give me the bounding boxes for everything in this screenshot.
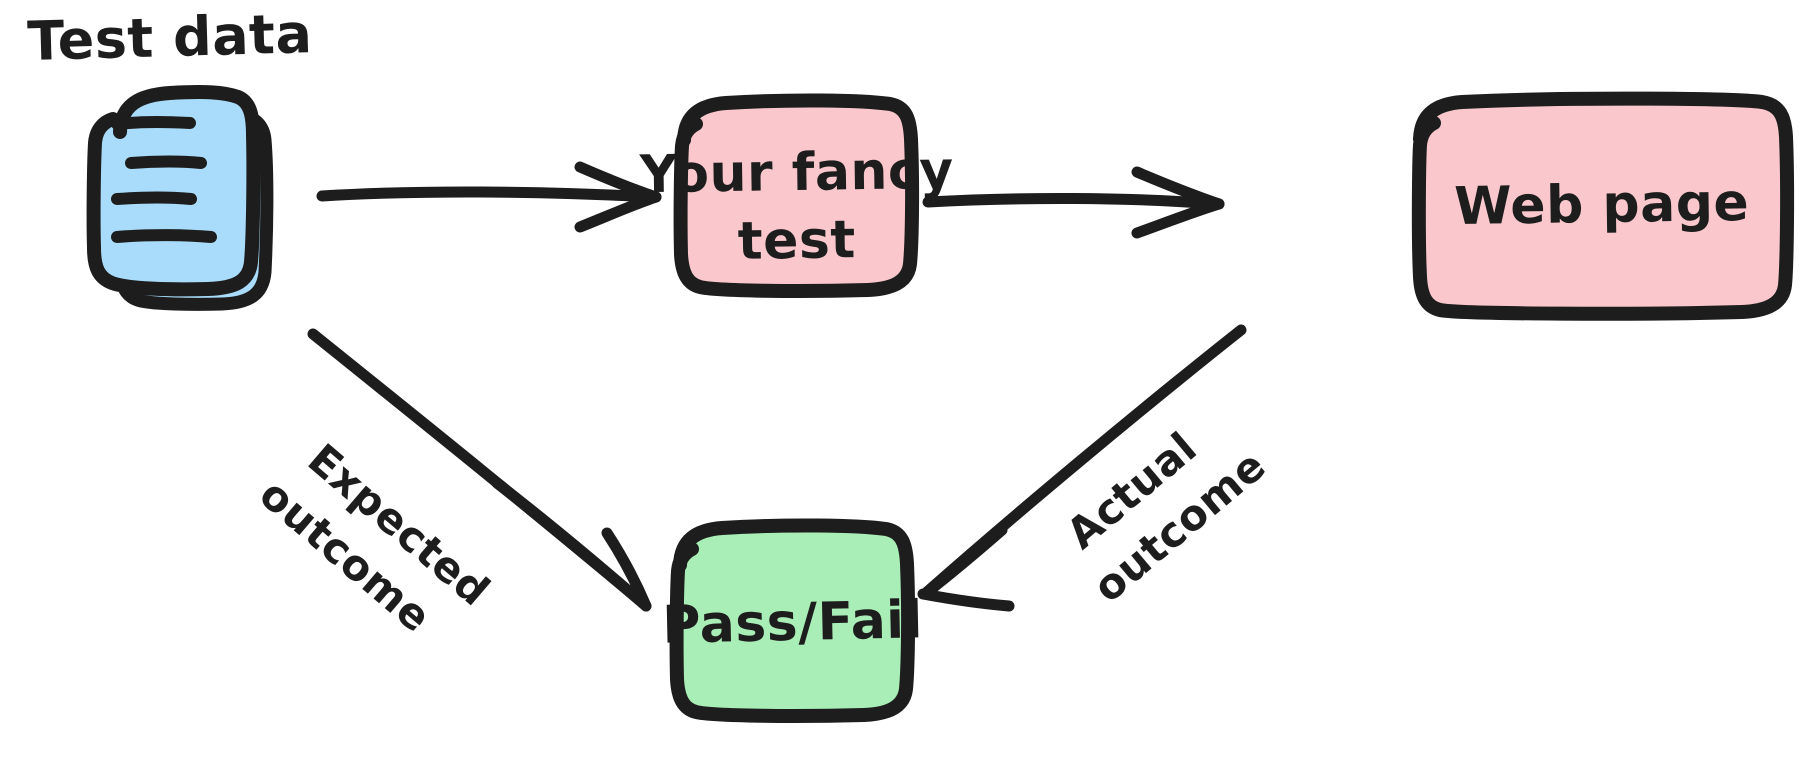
edge-webpage-to-passfail [917, 324, 1247, 612]
document-front-card [86, 85, 261, 297]
node-your-fancy-test[interactable]: Your fancy test [638, 93, 954, 298]
web-page-shape [1411, 91, 1795, 321]
your-fancy-test-label-line2: test [737, 210, 856, 272]
your-fancy-test-label-line1: Your fancy [638, 141, 954, 205]
edge-label-actual-outcome: Actual outcome [1057, 423, 1275, 612]
edge-testdata-to-test [316, 161, 662, 233]
node-test-data[interactable] [86, 85, 274, 311]
node-web-page[interactable]: Web page [1411, 91, 1795, 321]
document-lines [111, 116, 217, 243]
your-fancy-test-shape [673, 93, 920, 298]
pass-fail-label: Pass/Fail [662, 590, 924, 655]
pass-fail-shape [669, 518, 916, 723]
node-pass-fail[interactable]: Pass/Fail [662, 518, 924, 723]
web-page-label: Web page [1454, 173, 1750, 237]
edge-testdata-to-passfail [307, 328, 652, 612]
page-title: Test data [27, 2, 314, 73]
edge-test-to-webpage [922, 166, 1225, 239]
